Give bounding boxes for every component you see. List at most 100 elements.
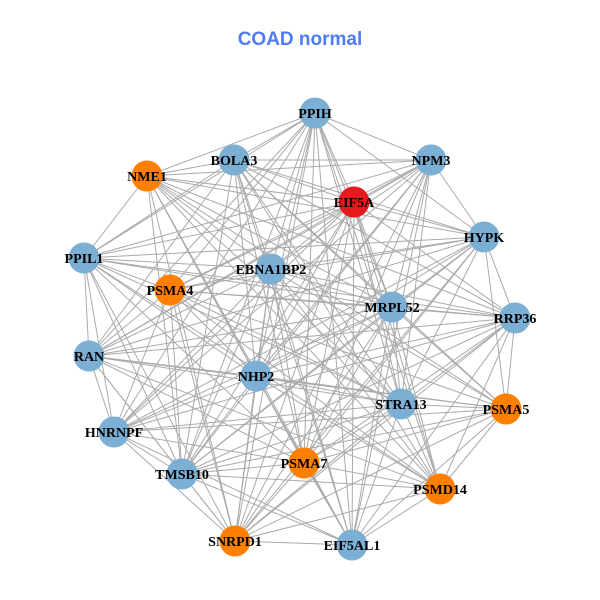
edge-PSMA5-PSMA7 [303,408,507,464]
edge-PSMA5-EIF5AL1 [351,408,507,546]
edge-MRPL52-RRP36 [391,306,516,319]
edge-EBNA1BP2-TMSB10 [181,268,272,475]
node-circle[interactable] [73,340,105,372]
node-STRA13[interactable]: STRA13 [375,388,427,420]
node-circle[interactable] [98,416,130,448]
node-HNRNPF[interactable]: HNRNPF [85,416,143,448]
edge-EIF5A-PSMA4 [169,201,355,291]
node-circle[interactable] [154,274,186,306]
node-circle[interactable] [336,529,368,561]
edge-PPIL1-TMSB10 [83,257,183,475]
edge-EBNA1BP2-RAN [88,268,272,357]
edge-EBNA1BP2-PSMA4 [169,268,272,291]
edge-PSMA7-EIF5AL1 [303,462,353,546]
node-circle[interactable] [468,221,500,253]
node-circle[interactable] [499,302,531,334]
edge-NPM3-STRA13 [400,159,432,405]
edge-NME1-HYPK [146,175,485,238]
edge-PPIL1-PSMA7 [83,257,305,464]
node-PPIH[interactable]: PPIH [298,97,332,129]
node-PSMD14[interactable]: PSMD14 [413,473,467,505]
edge-PPIL1-MRPL52 [83,257,393,308]
node-circle[interactable] [240,360,272,392]
node-circle[interactable] [385,388,417,420]
node-NPM3[interactable]: NPM3 [412,144,451,176]
node-RAN[interactable]: RAN [73,340,105,372]
edge-MRPL52-PSMA7 [303,306,393,464]
edges-layer [83,112,516,546]
node-circle[interactable] [424,473,456,505]
edge-RRP36-HNRNPF [113,317,516,433]
edge-EBNA1BP2-MRPL52 [270,268,393,308]
node-circle[interactable] [490,393,522,425]
edge-RRP36-RAN [88,317,516,357]
node-EIF5A[interactable]: EIF5A [334,186,375,218]
edge-PPIH-HNRNPF [113,112,316,433]
edge-NME1-PPIL1 [83,175,148,259]
edge-RRP36-SNRPD1 [234,317,516,542]
node-circle[interactable] [338,186,370,218]
node-PPIL1[interactable]: PPIL1 [65,242,104,274]
node-PSMA7[interactable]: PSMA7 [281,447,328,479]
node-circle[interactable] [219,525,251,557]
edge-NHP2-TMSB10 [181,375,257,475]
edge-EBNA1BP2-PSMD14 [270,268,441,490]
node-circle[interactable] [415,144,447,176]
node-NHP2[interactable]: NHP2 [238,360,275,392]
node-label: RRP36 [494,312,537,327]
node-EIF5AL1[interactable]: EIF5AL1 [324,529,381,561]
node-circle[interactable] [299,97,331,129]
edge-SNRPD1-EIF5AL1 [234,540,353,546]
edge-BOLA3-NHP2 [233,159,257,377]
edge-BOLA3-EIF5AL1 [233,159,353,546]
edge-MRPL52-STRA13 [391,306,402,405]
node-circle[interactable] [68,242,100,274]
node-PSMA5[interactable]: PSMA5 [483,393,530,425]
node-circle[interactable] [376,291,408,323]
node-BOLA3[interactable]: BOLA3 [211,144,258,176]
edge-MRPL52-TMSB10 [181,306,393,475]
node-circle[interactable] [131,160,163,192]
edge-RRP36-STRA13 [400,317,516,405]
edge-EBNA1BP2-EIF5AL1 [270,268,353,546]
edge-PPIH-NPM3 [314,112,432,161]
edge-RAN-PSMA7 [88,355,305,464]
node-label: RAN [74,350,104,365]
node-circle[interactable] [255,253,287,285]
edge-BOLA3-STRA13 [233,159,402,405]
edge-PSMA4-HNRNPF [113,289,171,433]
edge-TMSB10-PSMD14 [181,473,441,490]
node-circle[interactable] [166,458,198,490]
node-PSMA4[interactable]: PSMA4 [147,274,194,306]
node-label: EIF5A [334,196,375,211]
edge-PPIH-PSMA7 [303,112,316,464]
node-label: PSMD14 [413,483,467,498]
edge-STRA13-PSMA7 [303,403,402,464]
edge-BOLA3-PPIL1 [83,159,235,259]
edge-NME1-EBNA1BP2 [146,175,272,270]
node-circle[interactable] [288,447,320,479]
edge-HYPK-EBNA1BP2 [270,236,485,270]
edge-NME1-EIF5A [146,175,355,203]
node-EBNA1BP2[interactable]: EBNA1BP2 [236,253,307,285]
edge-EBNA1BP2-PSMA7 [270,268,305,464]
edge-STRA13-EIF5AL1 [351,403,402,546]
node-circle[interactable] [218,144,250,176]
edge-EIF5A-EBNA1BP2 [270,201,355,270]
edge-PPIH-NHP2 [255,112,316,377]
edge-STRA13-HNRNPF [113,403,402,433]
node-RRP36[interactable]: RRP36 [494,302,537,334]
node-TMSB10[interactable]: TMSB10 [155,458,209,490]
node-HYPK[interactable]: HYPK [464,221,505,253]
node-label: PPIL1 [65,252,104,267]
node-label: PSMA7 [281,457,328,472]
edge-PPIH-NME1 [146,112,316,177]
node-MRPL52[interactable]: MRPL52 [364,291,420,323]
edge-STRA13-TMSB10 [181,403,402,475]
node-SNRPD1[interactable]: SNRPD1 [208,525,262,557]
edge-PSMD14-EIF5AL1 [351,488,441,546]
node-NME1[interactable]: NME1 [127,160,167,192]
edge-NME1-TMSB10 [146,175,183,475]
